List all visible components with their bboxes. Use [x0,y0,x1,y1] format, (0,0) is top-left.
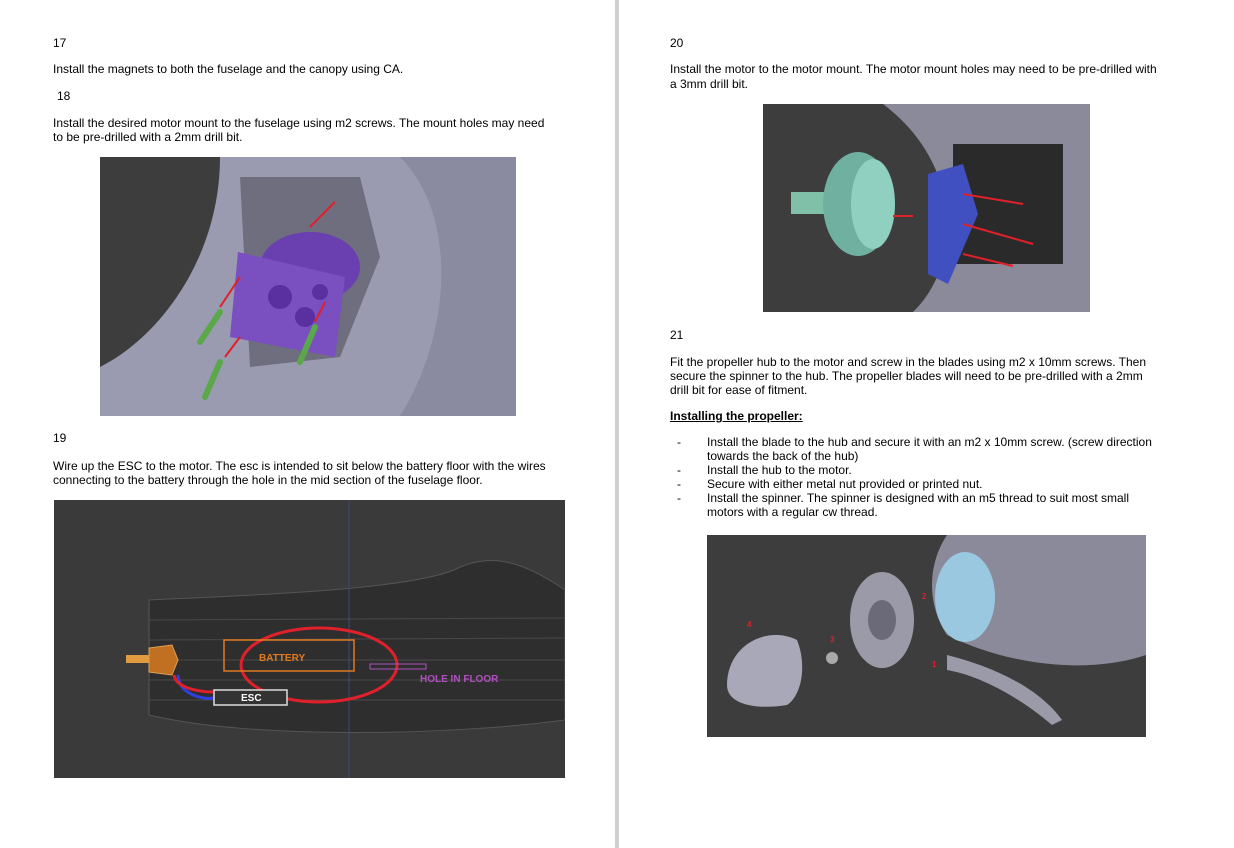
step-text: to be pre-drilled with a 2mm drill bit. [53,130,243,144]
list-item: Install the blade to the hub and secure … [670,435,1152,463]
figure-label: 4 [747,620,752,629]
step-text: secure the spinner to the hub. The prope… [670,369,1143,383]
page-separator [615,0,619,848]
figure-label: 2 [922,592,927,601]
step-text: Fit the propeller hub to the motor and s… [670,355,1147,369]
step-text: Install the motor to the motor mount. Th… [670,62,1157,76]
step-number: 19 [53,431,67,445]
step-text: drill bit for ease of fitment. [670,383,808,397]
page-left: 17 Install the magnets to both the fusel… [0,0,615,848]
step-number: 18 [57,89,71,103]
list-item: Install the hub to the motor. [670,463,1152,477]
figure-label: 3 [830,635,835,644]
step-number: 21 [670,328,684,342]
step-number: 20 [670,36,684,50]
figure-label: 1 [932,660,937,669]
esc-wiring-figure: BATTERY ESC HOLE IN FLOOR [54,500,565,778]
step-text: a 3mm drill bit. [670,77,749,91]
page-right: 20 Install the motor to the motor mount.… [619,0,1234,848]
list-item: Install the spinner. The spinner is desi… [670,491,1152,519]
step-text: connecting to the battery through the ho… [53,473,483,487]
motor-install-figure [763,104,1090,312]
step-text: Install the desired motor mount to the f… [53,116,545,130]
battery-label: BATTERY [259,653,305,664]
esc-label: ESC [241,693,262,704]
step-number: 17 [53,36,67,50]
steps-list: Install the blade to the hub and secure … [670,435,1152,519]
section-heading: Installing the propeller: [670,409,803,423]
step-text: Install the magnets to both the fuselage… [53,62,404,76]
hole-label: HOLE IN FLOOR [420,674,499,685]
step-text: Wire up the ESC to the motor. The esc is… [53,459,546,473]
propeller-figure: 1 2 3 4 [707,535,1146,737]
list-item: Secure with either metal nut provided or… [670,477,1152,491]
motor-mount-figure [100,157,516,416]
